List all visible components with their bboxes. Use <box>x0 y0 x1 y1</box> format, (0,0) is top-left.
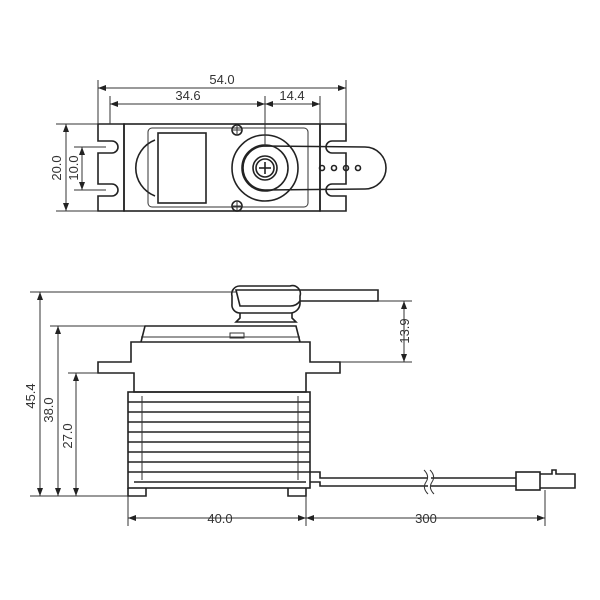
horn-screw-icon <box>259 162 271 174</box>
screw-icon <box>231 200 243 212</box>
top-label-window <box>157 132 207 204</box>
connector-plug <box>540 469 576 489</box>
dim-hole-spacing-inner: 10.0 <box>66 155 81 180</box>
side-flange <box>97 341 341 393</box>
side-bottom-feet <box>127 488 307 497</box>
top-view: 54.0 34.6 14.4 20.0 10.0 <box>49 72 387 212</box>
side-horn-hub <box>230 284 302 314</box>
dim-overall-length: 54.0 <box>209 72 234 87</box>
side-horn-arm <box>234 289 379 307</box>
top-flange-outline <box>97 123 125 212</box>
top-case-inner <box>147 127 309 208</box>
horn-hub <box>255 158 275 178</box>
top-gear-housing <box>134 139 156 197</box>
side-top-cap <box>140 325 301 343</box>
dim-body-length: 40.0 <box>207 511 232 526</box>
dim-shaft-to-end: 14.4 <box>279 88 304 103</box>
cooling-ribs <box>128 396 310 483</box>
dim-hole-spacing-outer: 20.0 <box>49 155 64 180</box>
dim-mount-to-shaft: 34.6 <box>175 88 200 103</box>
horn-hole <box>342 164 350 172</box>
dim-top-above-mount: 13.9 <box>397 318 412 343</box>
dim-mount-to-bottom: 27.0 <box>60 423 75 448</box>
screw-icon <box>231 124 243 136</box>
servo-horn <box>242 145 387 191</box>
horn-hole <box>330 164 338 172</box>
servo-wire <box>310 471 516 487</box>
dim-height-to-mount: 38.0 <box>41 397 56 422</box>
dim-wire-length: 300 <box>415 511 437 526</box>
top-flange-outline-right <box>319 123 347 212</box>
horn-hole <box>318 164 326 172</box>
wire-connector <box>515 471 541 491</box>
top-body <box>123 123 321 212</box>
side-view: 45.4 38.0 27.0 13.9 40.0 300 <box>23 284 576 526</box>
wire-break-icon <box>423 469 435 495</box>
dim-total-height: 45.4 <box>23 383 38 408</box>
horn-hole <box>354 164 362 172</box>
side-cap-detail <box>229 332 245 339</box>
side-output-shaft <box>234 313 298 323</box>
side-lower-body <box>127 391 311 489</box>
output-gear-inner <box>252 155 278 181</box>
